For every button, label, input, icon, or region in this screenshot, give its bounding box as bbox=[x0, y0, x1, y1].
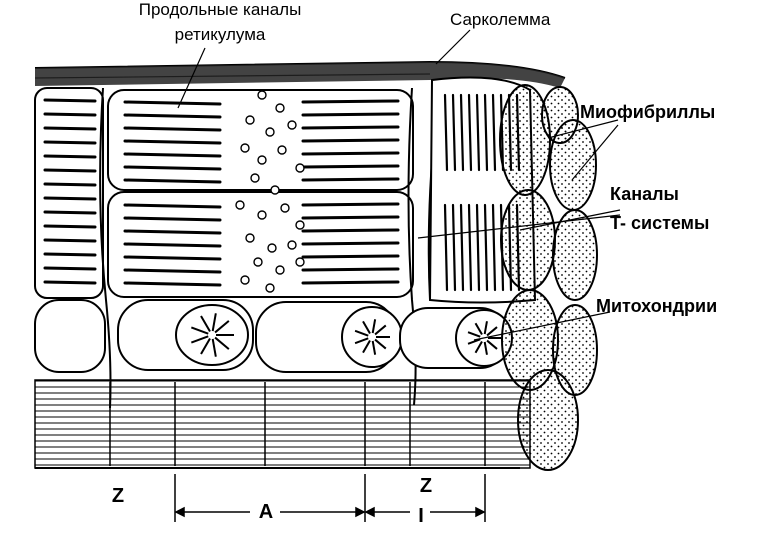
myofibril-block-left bbox=[34, 87, 104, 299]
band-a: A bbox=[259, 501, 273, 523]
label-mitochondria: Митохондрии bbox=[596, 296, 717, 316]
sarcolemma-band bbox=[35, 62, 565, 88]
myofibril-block-lower bbox=[107, 191, 414, 298]
label-t-system-line2: T- системы bbox=[610, 213, 709, 233]
label-t-system-line1: Каналы bbox=[610, 184, 679, 204]
band-i: I bbox=[418, 505, 424, 527]
band-markers bbox=[174, 474, 486, 522]
band-z-right: Z bbox=[420, 475, 432, 497]
myofibril-cross-sections bbox=[499, 84, 598, 471]
label-sarcolemma: Сарколемма bbox=[450, 10, 551, 29]
myofibril-block-upper bbox=[107, 89, 414, 191]
label-reticulum-line1: Продольные каналы bbox=[139, 0, 302, 19]
reticulum-vesicles bbox=[235, 90, 305, 293]
leader-lines bbox=[177, 29, 621, 341]
label-myofibrils: Миофибриллы bbox=[580, 102, 715, 122]
label-reticulum-line2: ретикулума bbox=[175, 25, 266, 44]
band-z-left: Z bbox=[112, 485, 124, 507]
striated-fibrils-bottom bbox=[34, 379, 531, 469]
